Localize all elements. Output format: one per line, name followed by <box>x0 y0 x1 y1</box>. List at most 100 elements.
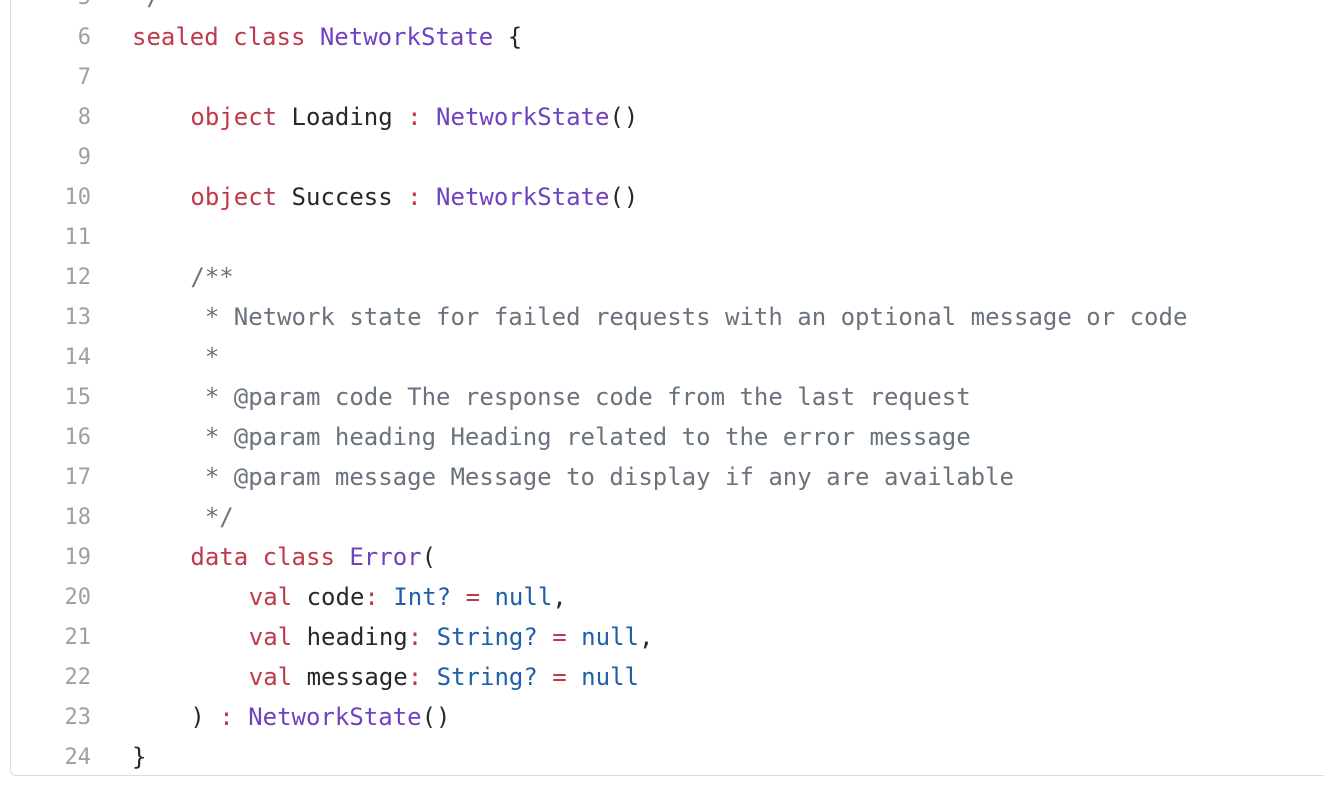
code-token: NetworkState <box>436 183 610 211</box>
line-number: 20 <box>64 584 92 610</box>
line-number: 8 <box>77 104 91 130</box>
code-token: : <box>407 663 423 691</box>
code-token <box>567 663 581 691</box>
code-token: , <box>638 623 654 651</box>
code-token: Success <box>277 183 408 211</box>
code-token: null <box>581 663 639 691</box>
code-token: class <box>233 23 306 51</box>
line-number: 12 <box>64 264 92 290</box>
code-line: 5 */ <box>11 0 1324 17</box>
code-token <box>422 103 436 131</box>
code-token <box>379 583 393 611</box>
code-line: 13 * Network state for failed requests w… <box>11 297 1324 337</box>
code-line: 19 data class Error( <box>11 537 1324 577</box>
code-line: 16 * @param heading Heading related to t… <box>11 417 1324 457</box>
line-number: 9 <box>77 144 91 170</box>
code-token: class <box>262 543 335 571</box>
code-text: * @param message Message to display if a… <box>190 463 1014 491</box>
code-token: ) <box>190 703 205 731</box>
code-token: * <box>190 343 220 371</box>
code-text: object Loading : NetworkState() <box>190 103 638 131</box>
line-number: 19 <box>64 544 92 570</box>
code-text: * <box>190 343 219 371</box>
code-text: * @param code The response code from the… <box>190 383 971 411</box>
line-number: 21 <box>64 624 92 650</box>
code-text: val code: Int? = null, <box>249 583 567 611</box>
code-token: * @param code The response code from the… <box>190 383 971 411</box>
code-token: */ <box>132 0 161 11</box>
code-token: () <box>421 703 451 731</box>
code-token: object <box>190 103 278 131</box>
code-text: data class Error( <box>190 543 436 571</box>
line-number: 18 <box>64 504 92 530</box>
code-line: 20 val code: Int? = null, <box>11 577 1324 617</box>
line-number: 15 <box>64 384 92 410</box>
line-number: 6 <box>77 24 91 50</box>
code-token: * @param heading Heading related to the … <box>190 423 971 451</box>
code-line: 21 val heading: String? = null, <box>11 617 1324 657</box>
code-viewer: 5 */ 6 sealed class NetworkState { 7 8 object … <box>10 0 1324 776</box>
code-text: val heading: String? = null, <box>249 623 654 651</box>
code-token: Int? <box>393 583 452 611</box>
line-number: 24 <box>64 744 92 770</box>
code-token: val <box>248 583 293 611</box>
code-text: sealed class NetworkState { <box>132 23 522 51</box>
code-token: sealed <box>132 23 219 51</box>
code-text: */ <box>132 0 161 11</box>
code-token: */ <box>190 503 234 531</box>
code-token: String? <box>436 623 538 651</box>
code-token: * @param message Message to display if a… <box>190 463 1014 491</box>
line-number: 5 <box>31 0 91 10</box>
code-text: * Network state for failed requests with… <box>190 303 1188 331</box>
code-token: val <box>248 663 293 691</box>
code-token: () <box>609 183 639 211</box>
code-text: ) : NetworkState() <box>190 703 450 731</box>
code-token: () <box>609 103 639 131</box>
line-number: 22 <box>64 664 92 690</box>
code-token: null <box>494 583 553 611</box>
code-token: : <box>407 183 422 211</box>
code-token <box>219 23 233 51</box>
code-line: 18 */ <box>11 497 1324 537</box>
code-token: NetworkState <box>436 103 610 131</box>
code-line: 24} <box>11 737 1324 777</box>
code-token: , <box>552 583 567 611</box>
code-token: null <box>581 623 639 651</box>
code-token: object <box>190 183 278 211</box>
code-token <box>480 583 494 611</box>
code-token <box>422 183 436 211</box>
line-number: 17 <box>64 464 92 490</box>
code-line: 17 * @param message Message to display i… <box>11 457 1324 497</box>
code-token <box>305 23 319 51</box>
code-token: * Network state for failed requests with… <box>190 303 1188 331</box>
code-token <box>205 703 219 731</box>
code-line: 14 * <box>11 337 1324 377</box>
code-token: = <box>552 623 567 651</box>
code-token <box>422 663 436 691</box>
code-token <box>538 623 552 651</box>
code-line: 22 val message: String? = null <box>11 657 1324 697</box>
code-token: ( <box>421 543 437 571</box>
line-number: 7 <box>77 64 91 90</box>
code-token: = <box>552 663 567 691</box>
code-token: : <box>407 623 423 651</box>
code-text: val message: String? = null <box>249 663 639 691</box>
code-token <box>335 543 349 571</box>
code-token: val <box>248 623 293 651</box>
code-line: 9 <box>11 137 1324 177</box>
code-token <box>234 703 248 731</box>
code-text: * @param heading Heading related to the … <box>190 423 971 451</box>
code-line: 8 object Loading : NetworkState() <box>11 97 1324 137</box>
code-token: String? <box>436 663 538 691</box>
code-line: 7 <box>11 57 1324 97</box>
code-line: 15 * @param code The response code from … <box>11 377 1324 417</box>
code-line: 11 <box>11 217 1324 257</box>
code-token: data <box>190 543 249 571</box>
code-token <box>451 583 465 611</box>
line-number: 23 <box>64 704 92 730</box>
line-number: 14 <box>64 344 92 370</box>
code-token: code <box>292 583 365 611</box>
code-token: NetworkState <box>248 703 422 731</box>
code-token: /** <box>190 263 234 291</box>
